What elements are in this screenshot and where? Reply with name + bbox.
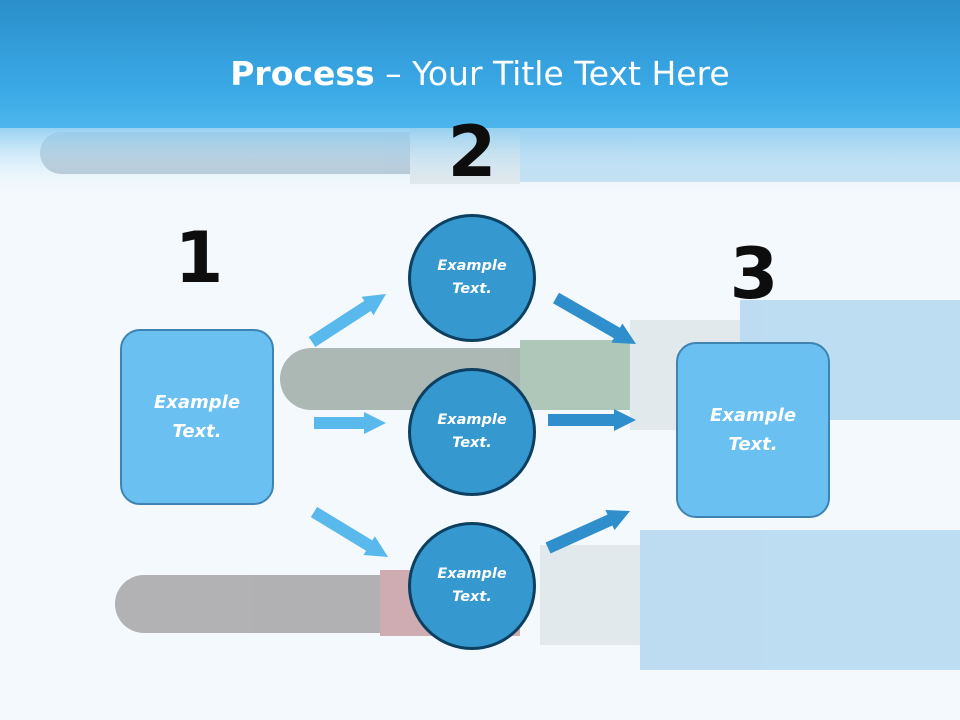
step-3-text-line2: Text. (728, 434, 778, 455)
slide-title: Process – Your Title Text Here (0, 52, 960, 96)
step-2-circle-middle: Example Text. (408, 368, 536, 496)
circle-top-text-line2: Text. (452, 281, 492, 297)
arrow-top-to-3 (553, 292, 636, 344)
step-3-box: Example Text. (676, 342, 830, 518)
title-rest: – Your Title Text Here (374, 54, 730, 93)
step-number-1: 1 (174, 217, 224, 299)
title-bold: Process (230, 54, 375, 93)
step-1-text-line1: Example (153, 392, 241, 413)
step-number-2: 2 (447, 111, 497, 193)
step-3-text-line1: Example (709, 405, 797, 426)
step-number-3: 3 (729, 233, 779, 315)
step-1-box: Example Text. (120, 329, 274, 505)
arrow-bottom-to-3 (545, 510, 630, 554)
arrow-1-to-middle (314, 412, 386, 434)
circle-middle-text-line2: Text. (452, 435, 492, 451)
step-2-circle-top: Example Text. (408, 214, 536, 342)
circle-bottom-text-line1: Example (437, 566, 507, 582)
step-2-circle-bottom: Example Text. (408, 522, 536, 650)
arrow-middle-to-3 (548, 409, 636, 431)
arrow-1-to-top (308, 294, 386, 347)
arrow-1-to-bottom (310, 506, 388, 557)
circle-middle-text-line1: Example (437, 412, 507, 428)
step-1-text-line2: Text. (172, 421, 222, 442)
circle-bottom-text-line2: Text. (452, 589, 492, 605)
circle-top-text-line1: Example (437, 258, 507, 274)
